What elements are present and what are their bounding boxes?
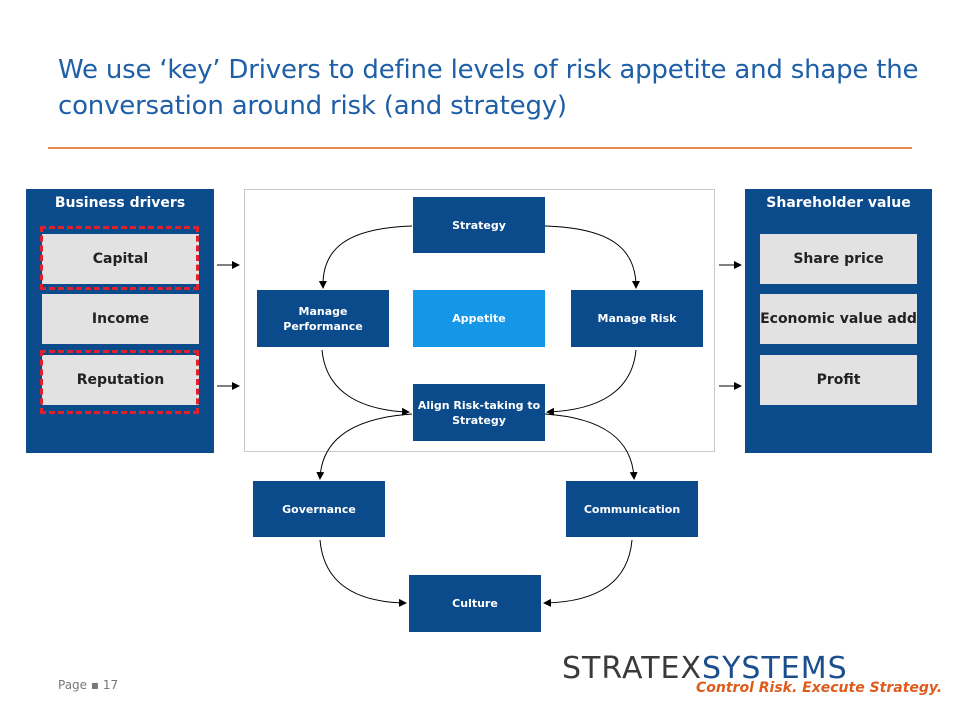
logo-wordmark-part1: STRATEX	[562, 651, 703, 686]
logo-tagline: Control Risk. Execute Strategy.	[696, 680, 943, 696]
driver-reputation: Reputation	[42, 355, 199, 405]
communication-to-culture-arrow	[543, 539, 633, 607]
value-economic-value-add: Economic value add	[760, 294, 917, 344]
stratexsystems-logo: STRATEXSYSTEMS Control Risk. Execute Str…	[562, 654, 942, 698]
performance-to-align-arrow	[321, 349, 410, 416]
node-strategy: Strategy	[413, 197, 545, 253]
driver-capital: Capital	[42, 234, 199, 284]
slide-title: We use ‘key’ Drivers to define levels of…	[58, 55, 919, 121]
node-governance: Governance	[253, 481, 385, 537]
node-manage-performance: Manage Performance	[257, 290, 389, 347]
node-communication: Communication	[566, 481, 698, 537]
strategy-to-performance-arrow	[318, 225, 413, 289]
strategy-to-risk-arrow	[544, 225, 640, 289]
risk-to-align-arrow	[546, 349, 637, 416]
align-to-governance-arrow	[316, 413, 413, 480]
value-share-price: Share price	[760, 234, 917, 284]
driver-income: Income	[42, 294, 199, 344]
value-profit: Profit	[760, 355, 917, 405]
title-divider	[48, 147, 912, 149]
logo-wordmark-part2: SYSTEMS	[702, 651, 848, 686]
node-align-risk-taking: Align Risk-taking to Strategy	[413, 384, 545, 441]
node-culture: Culture	[409, 575, 541, 632]
node-manage-risk: Manage Risk	[571, 290, 703, 347]
governance-to-culture-arrow	[319, 539, 407, 607]
align-to-communication-arrow	[544, 413, 638, 480]
node-appetite: Appetite	[413, 290, 545, 347]
business-drivers-panel: Business drivers Capital Income Reputati…	[26, 189, 214, 453]
page-number: Page ▪ 17	[58, 678, 119, 692]
business-drivers-heading: Business drivers	[54, 195, 186, 211]
shareholder-value-panel: Shareholder value Share price Economic v…	[745, 189, 932, 453]
logo-wordmark: STRATEXSYSTEMS	[562, 654, 848, 684]
capital-highlight-frame	[40, 226, 199, 290]
reputation-highlight-frame	[40, 350, 199, 414]
shareholder-value-heading: Shareholder value	[766, 195, 911, 211]
